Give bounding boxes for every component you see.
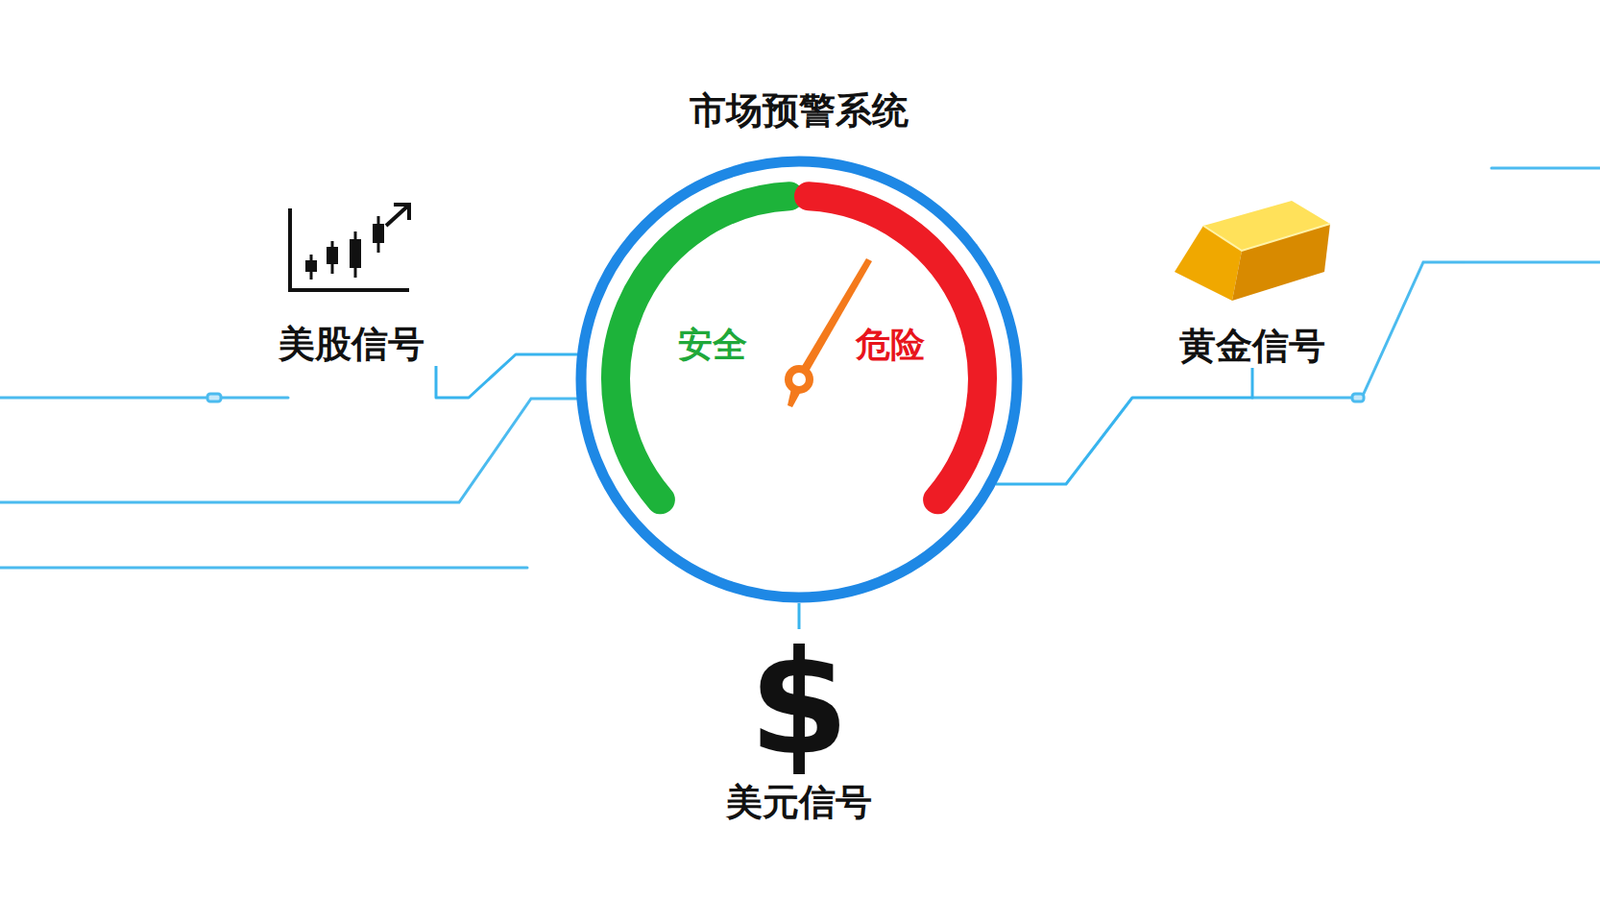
signal-wire	[798, 603, 801, 630]
gauge-graphic	[575, 155, 1023, 604]
wire-cap	[1352, 393, 1364, 402]
stock-chart-icon	[284, 196, 419, 303]
wire	[1491, 167, 1600, 170]
wire	[0, 396, 289, 400]
wire-cap	[207, 393, 221, 402]
danger-label: 危险	[855, 322, 925, 367]
dollar-signal: $美元信号	[707, 629, 891, 825]
signal-label: 美元信号	[726, 779, 873, 825]
gold-signal: 黄金信号	[1156, 196, 1349, 368]
diagram-title: 市场预警系统	[689, 86, 909, 136]
stock-signal: 美股信号	[255, 196, 448, 366]
wire	[0, 566, 528, 570]
signal-label: 美股信号	[278, 321, 425, 366]
signal-label: 黄金信号	[1179, 323, 1326, 368]
dollar-symbol: $	[749, 629, 849, 778]
gauge-dial: 安全 危险	[575, 155, 1023, 604]
safe-label: 安全	[678, 322, 748, 367]
wire	[0, 398, 577, 503]
gold-bar-icon	[1170, 196, 1334, 305]
signal-wire	[436, 354, 579, 398]
signal-wire	[995, 367, 1253, 485]
